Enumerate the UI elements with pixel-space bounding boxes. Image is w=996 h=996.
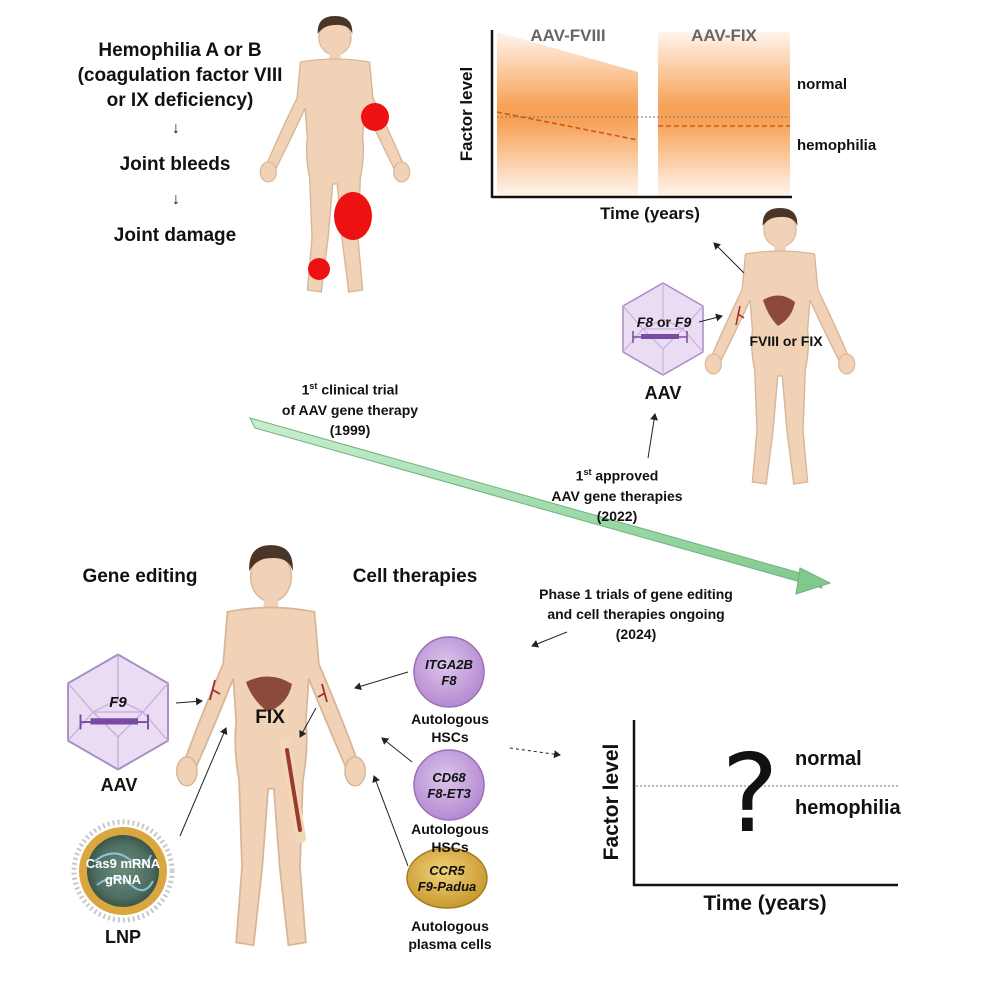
treated-patient-figure: [704, 207, 856, 485]
cell2-line1: CD68: [432, 770, 466, 785]
cell1-transgene-label: ITGA2B F8: [414, 657, 484, 689]
cell1-cap1: Autologous: [411, 711, 489, 727]
milestone-2022: 1st approved AAV gene therapies (2022): [522, 462, 712, 526]
bottom-chart-ylabel: Factor level: [600, 743, 623, 861]
arrow-to-outcome-chart: [509, 747, 561, 759]
bone-marrow-icon: [285, 748, 302, 832]
cell2-caption: Autologous HSCs: [395, 820, 505, 856]
liver-icon: [246, 676, 292, 712]
m2-year: (2022): [596, 507, 638, 524]
top-chart-hemophilia-label: hemophilia: [797, 137, 877, 154]
patient-figure: [259, 15, 411, 293]
fviii-band: [497, 32, 638, 196]
cell2-transgene-label: CD68 F8-ET3: [412, 770, 486, 802]
hemophilia-title-line3: or IX deficiency): [106, 90, 254, 111]
bleed-ankle-marker: [308, 258, 330, 280]
aav-caption-bottom: AAV: [100, 775, 138, 795]
hsc-cell-icon: [413, 636, 485, 708]
cell3-line2: F9-Padua: [417, 879, 477, 894]
fix-band: [658, 32, 790, 196]
bottom-chart-normal-label: normal: [795, 748, 862, 770]
chart-panel-label-fviii: AAV-FVIII: [530, 26, 606, 45]
cell1-cap2: HSCs: [431, 729, 469, 745]
question-mark-icon: ?: [721, 732, 779, 857]
plasma-cell-icon: [406, 847, 488, 909]
bottom-chart-hemophilia-label: hemophilia: [795, 797, 901, 819]
gene-f8: F8: [636, 314, 654, 330]
cell2-cap1: Autologous: [411, 821, 489, 837]
liver-icon: [763, 295, 795, 326]
aav-f9-label: F9: [109, 694, 127, 711]
fix-label: FIX: [255, 707, 285, 728]
arrow-aav-to-vessel: [698, 313, 723, 323]
cell-therapies-heading: Cell therapies: [352, 566, 478, 587]
cell2-cap2: HSCs: [431, 839, 469, 855]
m2-sup: st: [583, 467, 592, 477]
vessel-icon: [209, 679, 221, 701]
vessel-icon: [735, 305, 745, 326]
m1-line2: of AAV gene therapy: [281, 401, 419, 418]
cell3-line1: CCR5: [429, 863, 465, 878]
top-chart-ylabel: Factor level: [457, 66, 476, 162]
m2-line2: AAV gene therapies: [551, 487, 683, 504]
hemophilia-title-line1: Hemophilia A or B: [98, 40, 262, 61]
cell1-line2: F8: [441, 673, 457, 688]
gene-or: or: [657, 314, 671, 330]
hemophilia-title-line2: (coagulation factor VIII: [77, 65, 283, 86]
cell3-transgene-label: CCR5 F9-Padua: [407, 863, 487, 895]
m1-rest: clinical trial: [317, 381, 399, 398]
milestone-1999: 1st clinical trial of AAV gene therapy (…: [255, 376, 445, 440]
m3-line1: Phase 1 trials of gene editing: [539, 586, 733, 602]
aav-capsid-icon: [622, 282, 704, 376]
milestone-2024: Phase 1 trials of gene editing and cell …: [516, 584, 756, 644]
cell3-caption: Autologous plasma cells: [390, 917, 510, 953]
lnp-cargo-label: Cas9 mRNA gRNA: [78, 856, 168, 888]
aav-caption: AAV: [644, 383, 682, 403]
joint-damage-label: Joint damage: [113, 225, 237, 246]
arrow-to-chart: [713, 242, 745, 274]
top-chart-xlabel: Time (years): [600, 204, 700, 223]
cell1-line1: ITGA2B: [425, 657, 473, 672]
cell1-caption: Autologous HSCs: [395, 710, 505, 746]
gene-editing-figure: [175, 544, 367, 947]
fviii-fix-label: FVIII or FIX: [749, 333, 823, 349]
m2-ordinal: 1: [575, 467, 584, 484]
down-arrow-icon: ↓: [172, 191, 180, 208]
arrow-to-aav: [647, 413, 659, 459]
timeline-arrow: [249, 417, 832, 595]
lnp-caption: LNP: [105, 927, 141, 947]
down-arrow-icon: ↓: [172, 120, 180, 137]
bleed-knee-marker: [334, 192, 372, 240]
hemophilia-title: Hemophilia A or B (coagulation factor VI…: [60, 38, 300, 113]
cell3-cap1: Autologous: [411, 918, 489, 934]
joint-bleeds-label: Joint bleeds: [119, 154, 231, 175]
gene-editing-heading: Gene editing: [82, 566, 198, 587]
lnp-cargo-line2: gRNA: [104, 872, 142, 887]
bottom-chart-xlabel: Time (years): [703, 892, 827, 915]
m1-year: (1999): [329, 421, 371, 438]
gene-f9: F9: [674, 314, 692, 330]
lnp-cargo-line1: Cas9 mRNA: [85, 856, 161, 871]
arrow-to-therapies: [531, 631, 568, 648]
vessel-icon: [317, 683, 328, 703]
hsc-cell-icon: [413, 749, 485, 821]
bottom-factor-chart: [632, 720, 898, 887]
aav-capsid-icon: [67, 653, 169, 771]
m3-line2: and cell therapies ongoing: [547, 606, 725, 622]
lnp-icon: [71, 819, 175, 923]
top-chart-normal-label: normal: [797, 76, 848, 93]
aav-gene-label: F8 or F9: [628, 314, 700, 330]
chart-panel-label-fix: AAV-FIX: [691, 26, 757, 45]
m1-ordinal: 1: [301, 381, 310, 398]
cell2-line2: F8-ET3: [427, 786, 471, 801]
top-factor-chart: [490, 30, 792, 199]
m3-year: (2024): [615, 626, 657, 642]
m2-rest: approved: [591, 467, 659, 484]
m1-sup: st: [309, 381, 318, 391]
bleed-elbow-marker: [361, 103, 389, 131]
cell3-cap2: plasma cells: [408, 936, 492, 952]
